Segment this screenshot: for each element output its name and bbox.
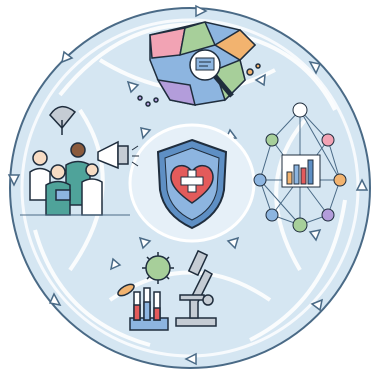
microscope-test-tubes-virus-icon xyxy=(117,249,217,331)
arrow-bottom-left xyxy=(48,292,62,307)
arrow-bottom-right xyxy=(310,298,324,312)
arrow-inner-6 xyxy=(140,127,152,140)
network-bar-chart-icon xyxy=(253,102,347,233)
arrow-top xyxy=(195,4,208,18)
arrow-top-right xyxy=(308,60,322,75)
arrow-inner-7 xyxy=(226,236,240,250)
arrow-right xyxy=(355,178,369,191)
health-workers-megaphone-satellite-icon xyxy=(20,106,139,216)
arrow-inner-4 xyxy=(109,257,122,271)
arrow-top-left xyxy=(60,50,74,64)
arrow-inner-3 xyxy=(308,228,322,242)
arrow-inner-1 xyxy=(126,80,140,94)
flow-arrows xyxy=(7,4,369,366)
arrow-inner-2 xyxy=(254,73,266,87)
arrow-inner-8 xyxy=(138,236,152,250)
shield-heart-cross-icon xyxy=(156,138,228,230)
arrow-left xyxy=(7,174,21,187)
arrow-bottom xyxy=(184,352,197,366)
spain-map-magnifier-icon xyxy=(137,21,261,107)
